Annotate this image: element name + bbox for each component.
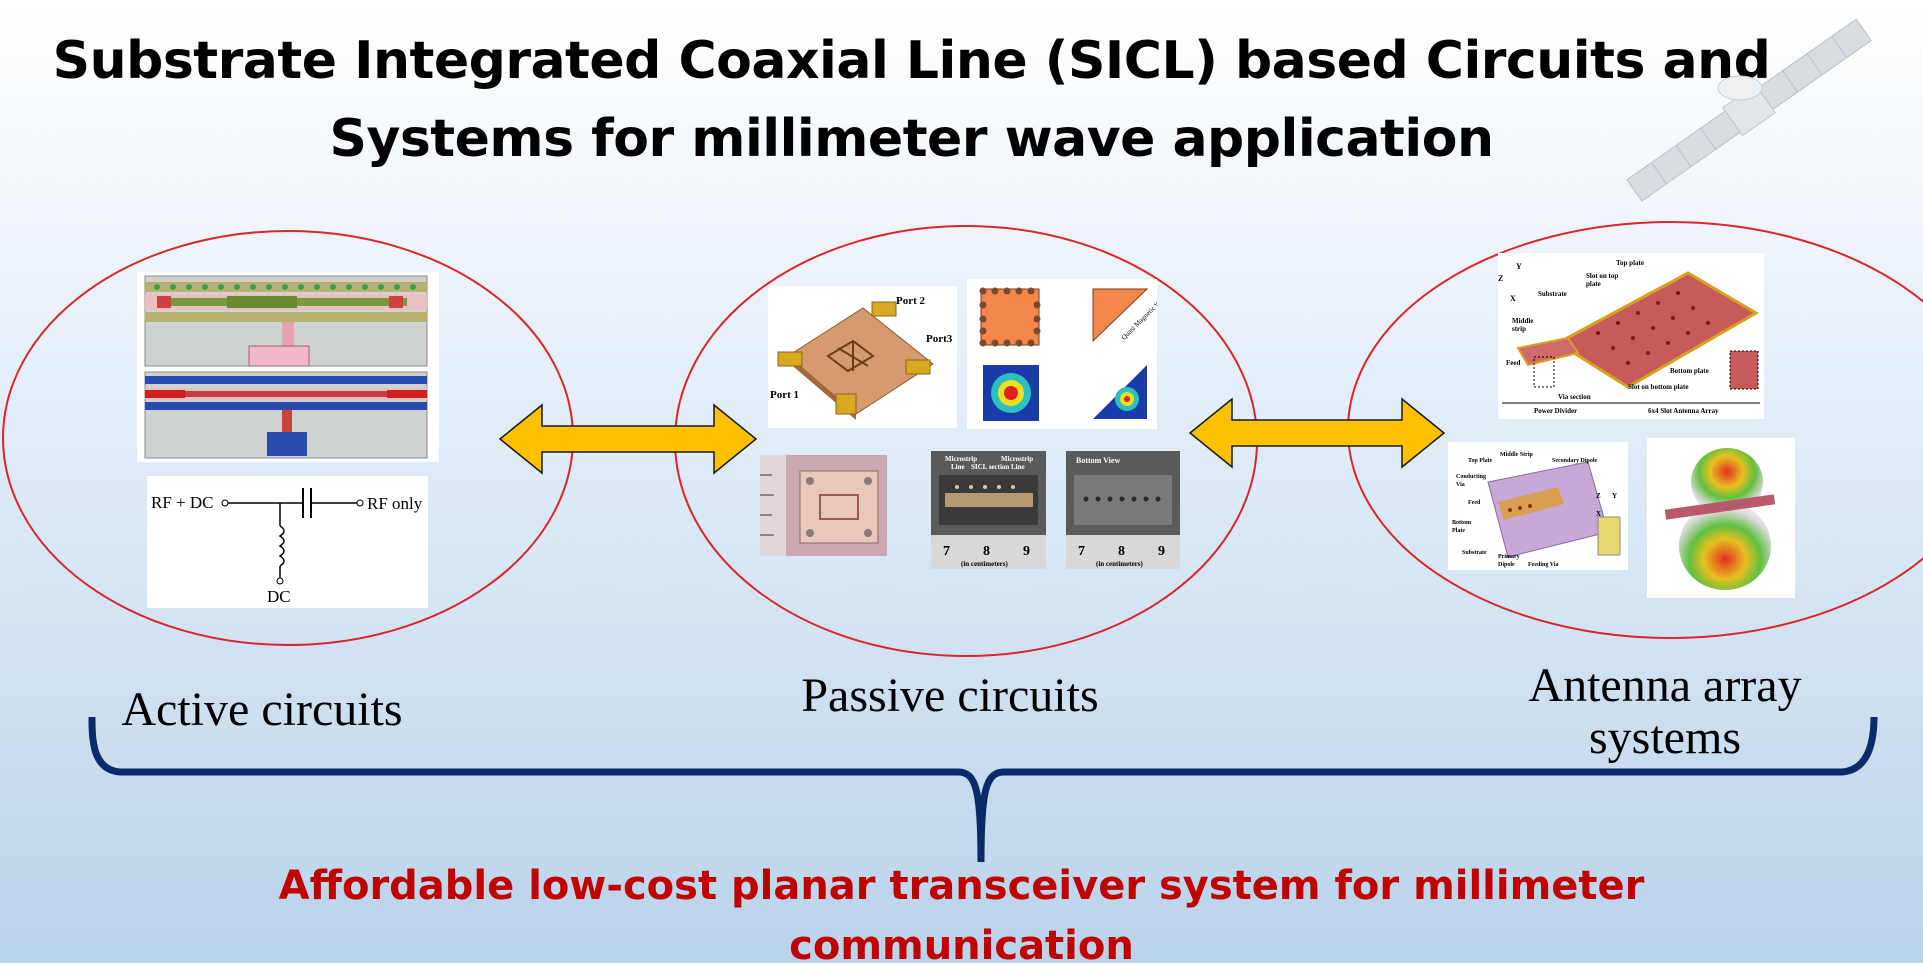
- svg-text:9: 9: [1023, 544, 1030, 559]
- line-left-label: Line: [951, 463, 965, 471]
- passive-circuits-label: Passive circuits: [801, 669, 1099, 722]
- dipole-secondary-label: Secondary Dipole: [1552, 458, 1598, 464]
- antenna-label-line-1: Antenna array: [1528, 659, 1802, 712]
- array-label: 6x4 Slot Antenna Array: [1648, 407, 1719, 415]
- dipole-via-label: Via: [1456, 482, 1465, 488]
- svg-text:Y: Y: [1612, 492, 1617, 500]
- slot-antenna-array-figure: Y Z X Top plate Slot on top plate Substr…: [1498, 253, 1764, 419]
- via-section-label: Via section: [1558, 393, 1591, 401]
- dipole-dipole-label: Dipole: [1498, 562, 1515, 568]
- middle-label: Middle: [1512, 317, 1533, 325]
- svg-text:Z: Z: [1596, 492, 1601, 500]
- dipole-antenna-figure: Top Plate Middle Strip Secondary Dipole …: [1448, 442, 1628, 570]
- dipole-plate-label: Plate: [1452, 528, 1465, 534]
- dipole-substrate-label: Substrate: [1462, 550, 1487, 556]
- antenna-array-label: Antenna array systems: [1500, 660, 1830, 764]
- dipole-top-plate-label: Top Plate: [1468, 458, 1493, 464]
- svg-text:X: X: [1596, 510, 1601, 518]
- conclusion-text: Affordable low-cost planar transceiver s…: [0, 856, 1923, 976]
- coupler-3d-figure: Port 2 Port3 Port 1: [768, 286, 957, 428]
- bias-tee-input-label: RF + DC: [151, 493, 214, 512]
- line-right-label: Line: [1011, 463, 1025, 471]
- amplifier-layout-figure: [137, 272, 439, 462]
- satellite-icon: [1626, 18, 1872, 202]
- svg-text:8: 8: [983, 544, 990, 559]
- bottom-view-photo: Bottom View 7 8 9 (in centimeters): [1066, 451, 1180, 569]
- bottom-view-label: Bottom View: [1076, 456, 1120, 465]
- svg-text:8: 8: [1118, 544, 1125, 559]
- coupler-port2-label: Port 2: [896, 295, 926, 307]
- dipole-middle-strip-label: Middle Strip: [1500, 452, 1533, 458]
- title-line-1: Substrate Integrated Coaxial Line (SICL)…: [52, 31, 1771, 91]
- double-arrow-left: [498, 403, 758, 475]
- active-circuits-label: Active circuits: [121, 683, 403, 736]
- cavity-resonator-figure: Quasi Magnetic Wall: [967, 279, 1157, 429]
- transition-prototype-photo: Microstrip Line SICL section Microstrip …: [931, 451, 1046, 569]
- dipole-primary-label: Primary: [1498, 554, 1520, 560]
- svg-text:Z: Z: [1498, 274, 1503, 283]
- top-plate-label: Top plate: [1616, 259, 1644, 267]
- sicl-section-label: SICL section: [971, 463, 1009, 471]
- radiation-pattern-figure: [1647, 438, 1795, 598]
- dipole-bottom-label: Bottom: [1452, 520, 1471, 526]
- passive-ellipse: [674, 225, 1258, 657]
- svg-text:7: 7: [1078, 544, 1085, 559]
- feed-label: Feed: [1506, 359, 1520, 367]
- slot-bottom-label: Slot on bottom plate: [1628, 383, 1688, 391]
- bias-tee-schematic: RF + DC RF only DC: [147, 476, 428, 608]
- strip-label: strip: [1512, 325, 1526, 333]
- antenna-label-line-2: systems: [1588, 711, 1741, 764]
- conclusion-line-2: communication: [789, 923, 1134, 969]
- bottom-plate-label: Bottom plate: [1670, 367, 1709, 375]
- ruler-unit-label-1: (in centimeters): [961, 560, 1009, 568]
- conclusion-line-1: Affordable low-cost planar transceiver s…: [278, 863, 1645, 909]
- bias-tee-output-label: RF only: [367, 494, 423, 513]
- coupler-port3-label: Port3: [926, 333, 953, 345]
- title-line-2: Systems for millimeter wave application: [329, 109, 1494, 169]
- dipole-feed-label: Feed: [1468, 500, 1481, 506]
- svg-text:7: 7: [943, 544, 950, 559]
- ruler-unit-label-2: (in centimeters): [1096, 560, 1144, 568]
- curly-brace: [88, 716, 1878, 863]
- slot-top-label: Slot on top: [1586, 272, 1618, 280]
- svg-text:9: 9: [1158, 544, 1165, 559]
- svg-text:Y: Y: [1516, 262, 1522, 271]
- coupler-prototype-photo: [760, 455, 887, 556]
- bias-tee-dc-label: DC: [267, 587, 291, 606]
- dipole-conducting-label: Conducting: [1456, 474, 1486, 480]
- substrate-label: Substrate: [1538, 290, 1567, 298]
- microstrip-left-label: Microstrip: [945, 455, 977, 463]
- double-arrow-right: [1188, 397, 1446, 469]
- power-divider-label: Power Divider: [1534, 407, 1577, 415]
- slot-top-plate-label: plate: [1586, 280, 1601, 288]
- microstrip-right-label: Microstrip: [1001, 455, 1033, 463]
- dipole-feeding-via-label: Feeding Via: [1528, 562, 1559, 568]
- svg-text:X: X: [1510, 294, 1516, 303]
- coupler-port1-label: Port 1: [770, 389, 799, 401]
- slide-title: Substrate Integrated Coaxial Line (SICL)…: [0, 22, 1823, 178]
